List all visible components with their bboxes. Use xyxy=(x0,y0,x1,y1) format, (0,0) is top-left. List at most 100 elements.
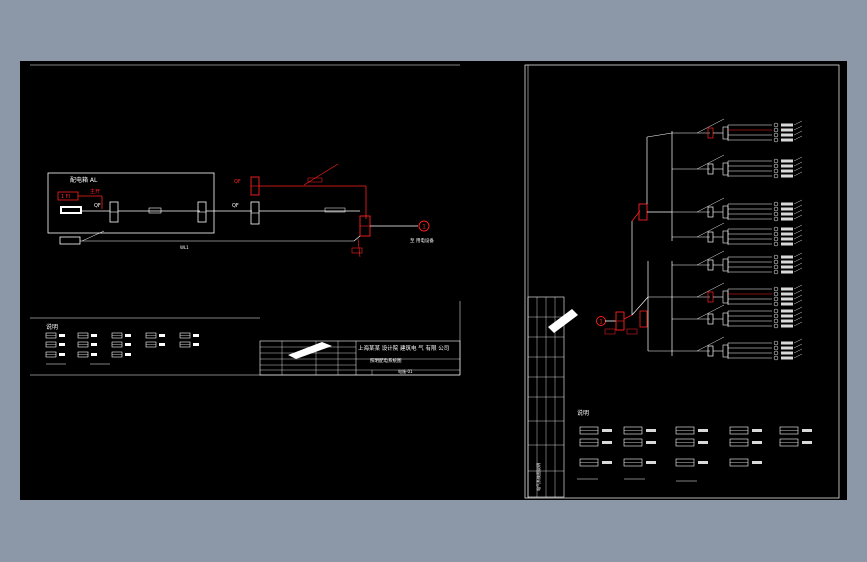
tree-branch-leader xyxy=(696,118,725,134)
endpoint-marker[interactable] xyxy=(418,220,430,232)
title-block-company: 上海某某 设计院 建筑电 气 有限 公司 xyxy=(358,344,449,352)
tree-outlet-label xyxy=(781,123,793,127)
feeder-leader xyxy=(81,230,105,242)
title-block-frame xyxy=(259,340,461,376)
tree-outlet-leader xyxy=(793,262,803,268)
tree-outlet-label xyxy=(781,324,793,328)
legend-desc-mark xyxy=(125,353,131,356)
left-drawing: 配电箱 AL 1 FI 主开 QF QF xyxy=(30,64,461,376)
tree-outlet-circle xyxy=(773,355,779,361)
tree-outlet-leader xyxy=(793,204,803,210)
right-legend-title: 说明 xyxy=(577,409,589,417)
tree-outlet-label xyxy=(781,287,793,291)
tree-outlet-label xyxy=(781,207,793,211)
title-block-drawing-name: 照明配电系统图 xyxy=(370,357,402,364)
tree-outlet-leader xyxy=(793,130,803,136)
tree-outlet-circle xyxy=(773,241,779,247)
legend-symbols-left xyxy=(45,332,199,365)
tree-outlet-circle xyxy=(773,264,779,270)
tree-outlet-circle xyxy=(773,259,779,265)
panel-label: 配电箱 AL xyxy=(70,176,98,184)
endpoint-number: 1 xyxy=(422,224,426,231)
right-source-number: 1 xyxy=(599,319,603,326)
tree-outlet-label xyxy=(781,309,793,313)
tree-outlet-leader xyxy=(793,257,803,263)
tree-outlet-circle xyxy=(773,236,779,242)
cad-drawing-canvas: 配电箱 AL 1 FI 主开 QF QF xyxy=(30,64,840,499)
legend-desc-mark xyxy=(59,334,65,337)
tree-outlet-label xyxy=(781,169,793,173)
tree-outlet-label xyxy=(781,314,793,318)
tree-upper-red-breaker xyxy=(638,203,648,221)
tree-branch-leader xyxy=(696,304,725,320)
tree-outlet-circle xyxy=(773,226,779,232)
tree-outlet-circle xyxy=(773,158,779,164)
tree-outlet-label xyxy=(781,297,793,301)
right-legend-desc-mark xyxy=(602,441,612,444)
tree-outlet-circle xyxy=(773,132,779,138)
tree-outlet-leader xyxy=(793,161,803,167)
tree-outlet-label xyxy=(781,212,793,216)
tree-outlet-label xyxy=(781,128,793,132)
tree-sub-breaker xyxy=(722,162,729,176)
tree-outlet-label xyxy=(781,346,793,350)
tree-outlet-leader xyxy=(793,199,803,205)
tree-outlet-leader xyxy=(793,321,803,327)
tree-outlet-leader xyxy=(793,294,803,300)
tree-outlet-circle xyxy=(773,173,779,179)
legend-title: 说明 xyxy=(46,323,58,331)
meter-block-inner xyxy=(62,208,80,212)
right-legend-desc-mark xyxy=(646,429,656,432)
margin-signature-mark xyxy=(548,309,578,333)
tree-sub-breaker xyxy=(722,126,729,140)
right-drawing: 电气系统图说明 1 说明 xyxy=(524,64,840,499)
tree-outlet-label xyxy=(781,138,793,142)
feeder-cable-tag xyxy=(324,207,346,213)
device-label-1: QF xyxy=(94,203,101,209)
tree-outlet-leader xyxy=(793,214,803,220)
tree-sub-breaker xyxy=(722,290,729,304)
right-main-red-link xyxy=(623,314,633,320)
tree-outlet-leader xyxy=(793,311,803,317)
tree-outlet-leader xyxy=(793,120,803,126)
distribution-panel-box xyxy=(47,172,215,234)
red-leader-diagonal xyxy=(303,163,339,186)
tree-outlet-label xyxy=(781,202,793,206)
tree-outlet-circle xyxy=(773,340,779,346)
tree-outlet-label xyxy=(781,242,793,246)
tree-outlet-label xyxy=(781,217,793,221)
tree-outlet-leader xyxy=(793,348,803,354)
tree-outlet-label xyxy=(781,237,793,241)
tree-outlet-leader xyxy=(793,229,803,235)
source-tag-label: 1 FI xyxy=(61,194,70,200)
device-label-2: QF xyxy=(232,203,239,209)
tree-outlet-leader xyxy=(793,284,803,290)
tree-outlet-label xyxy=(781,255,793,259)
tree-outlet-label xyxy=(781,302,793,306)
tree-outlet-circle xyxy=(773,216,779,222)
legend-desc-mark xyxy=(125,343,131,346)
tree-outlet-circle xyxy=(773,201,779,207)
tree-outlet-label xyxy=(781,319,793,323)
tree-outlet-circle xyxy=(773,323,779,329)
tree-branch-leader xyxy=(696,250,725,266)
tree-outlet-label xyxy=(781,227,793,231)
right-legend-desc-mark xyxy=(698,429,708,432)
right-legend-desc-mark xyxy=(752,429,762,432)
fuse-symbol xyxy=(148,207,162,214)
tree-sub-breaker xyxy=(722,230,729,244)
tree-sub-breaker xyxy=(722,344,729,358)
red-leader-tag xyxy=(307,177,323,183)
right-legend-desc-mark xyxy=(646,461,656,464)
red-drop-tag xyxy=(351,247,363,254)
legend-desc-mark xyxy=(91,353,97,356)
feeder-terminal xyxy=(59,236,81,245)
right-sheet-border xyxy=(524,64,840,499)
tree-sub-breaker xyxy=(722,312,729,326)
drawing-sheet: 配电箱 AL 1 FI 主开 QF QF xyxy=(20,61,847,500)
title-block: 上海某某 设计院 建筑电 气 有限 公司 照明配电系统图 电施-01 xyxy=(259,340,461,376)
right-legend-desc-mark xyxy=(698,461,708,464)
margin-title-column: 电气系统图说明 xyxy=(527,296,578,498)
right-legend-desc-mark xyxy=(752,441,762,444)
